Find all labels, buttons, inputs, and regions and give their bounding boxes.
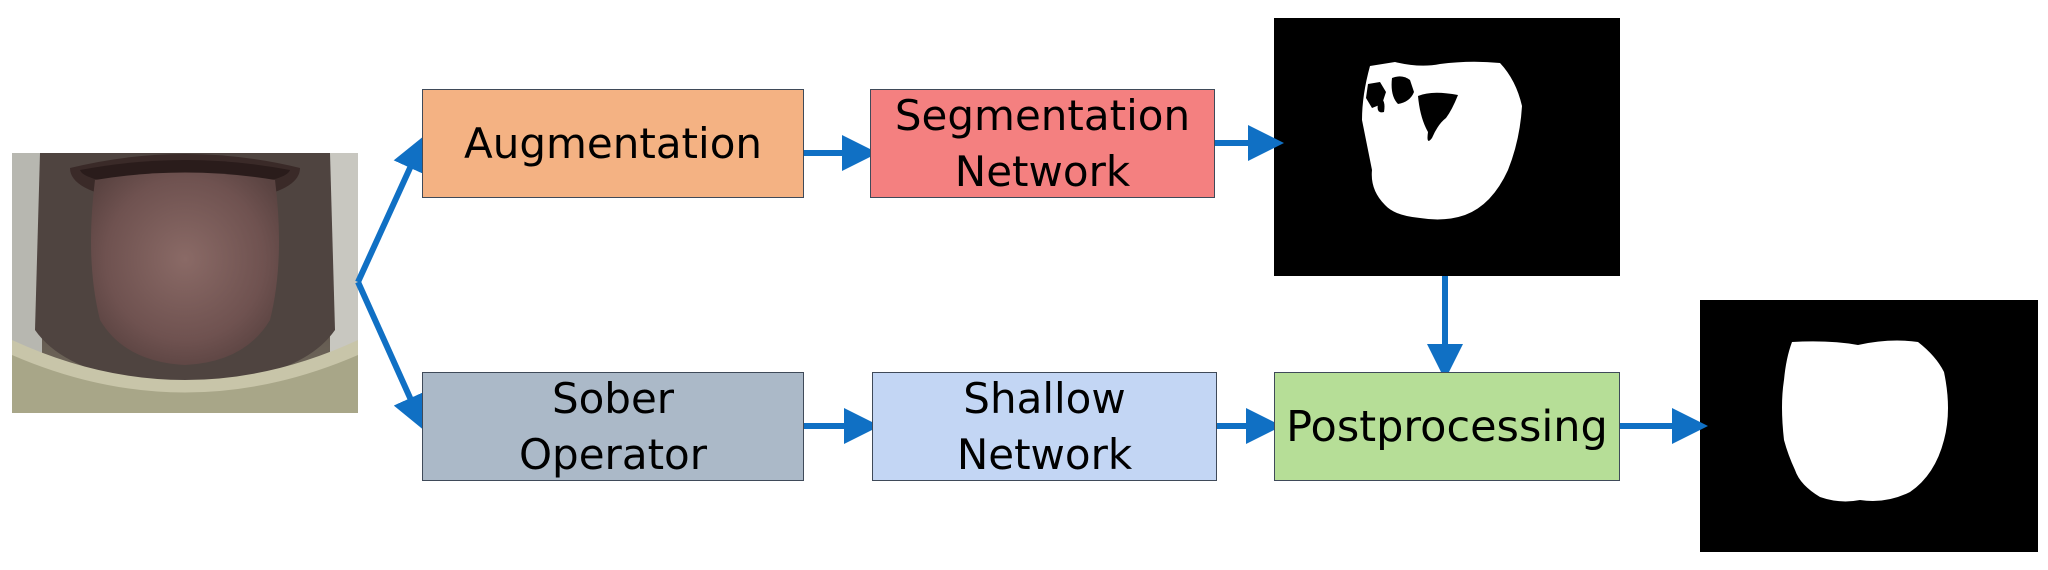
augmentation-box: Augmentation	[422, 89, 804, 198]
postprocessing-label: Postprocessing	[1286, 401, 1608, 452]
sober-operator-label: Sober Operator	[519, 373, 707, 479]
arrow-photo-to-augmentation	[355, 135, 427, 284]
coarse-segmentation-mask-icon	[1274, 18, 1620, 276]
connectors	[355, 125, 1708, 444]
arrow-photo-to-sober	[355, 280, 427, 431]
shallow-network-box: Shallow Network	[872, 372, 1217, 481]
segmentation-network-box: Segmentation Network	[870, 89, 1215, 198]
segmentation-network-label: Segmentation Network	[894, 90, 1191, 196]
augmentation-label: Augmentation	[463, 118, 763, 168]
tongue-photo-icon	[12, 153, 358, 413]
shallow-network-label: Shallow Network	[956, 373, 1133, 479]
sober-operator-box: Sober Operator	[422, 372, 804, 481]
final-segmentation-mask-icon	[1700, 300, 2038, 552]
postprocessing-box: Postprocessing	[1274, 372, 1620, 481]
